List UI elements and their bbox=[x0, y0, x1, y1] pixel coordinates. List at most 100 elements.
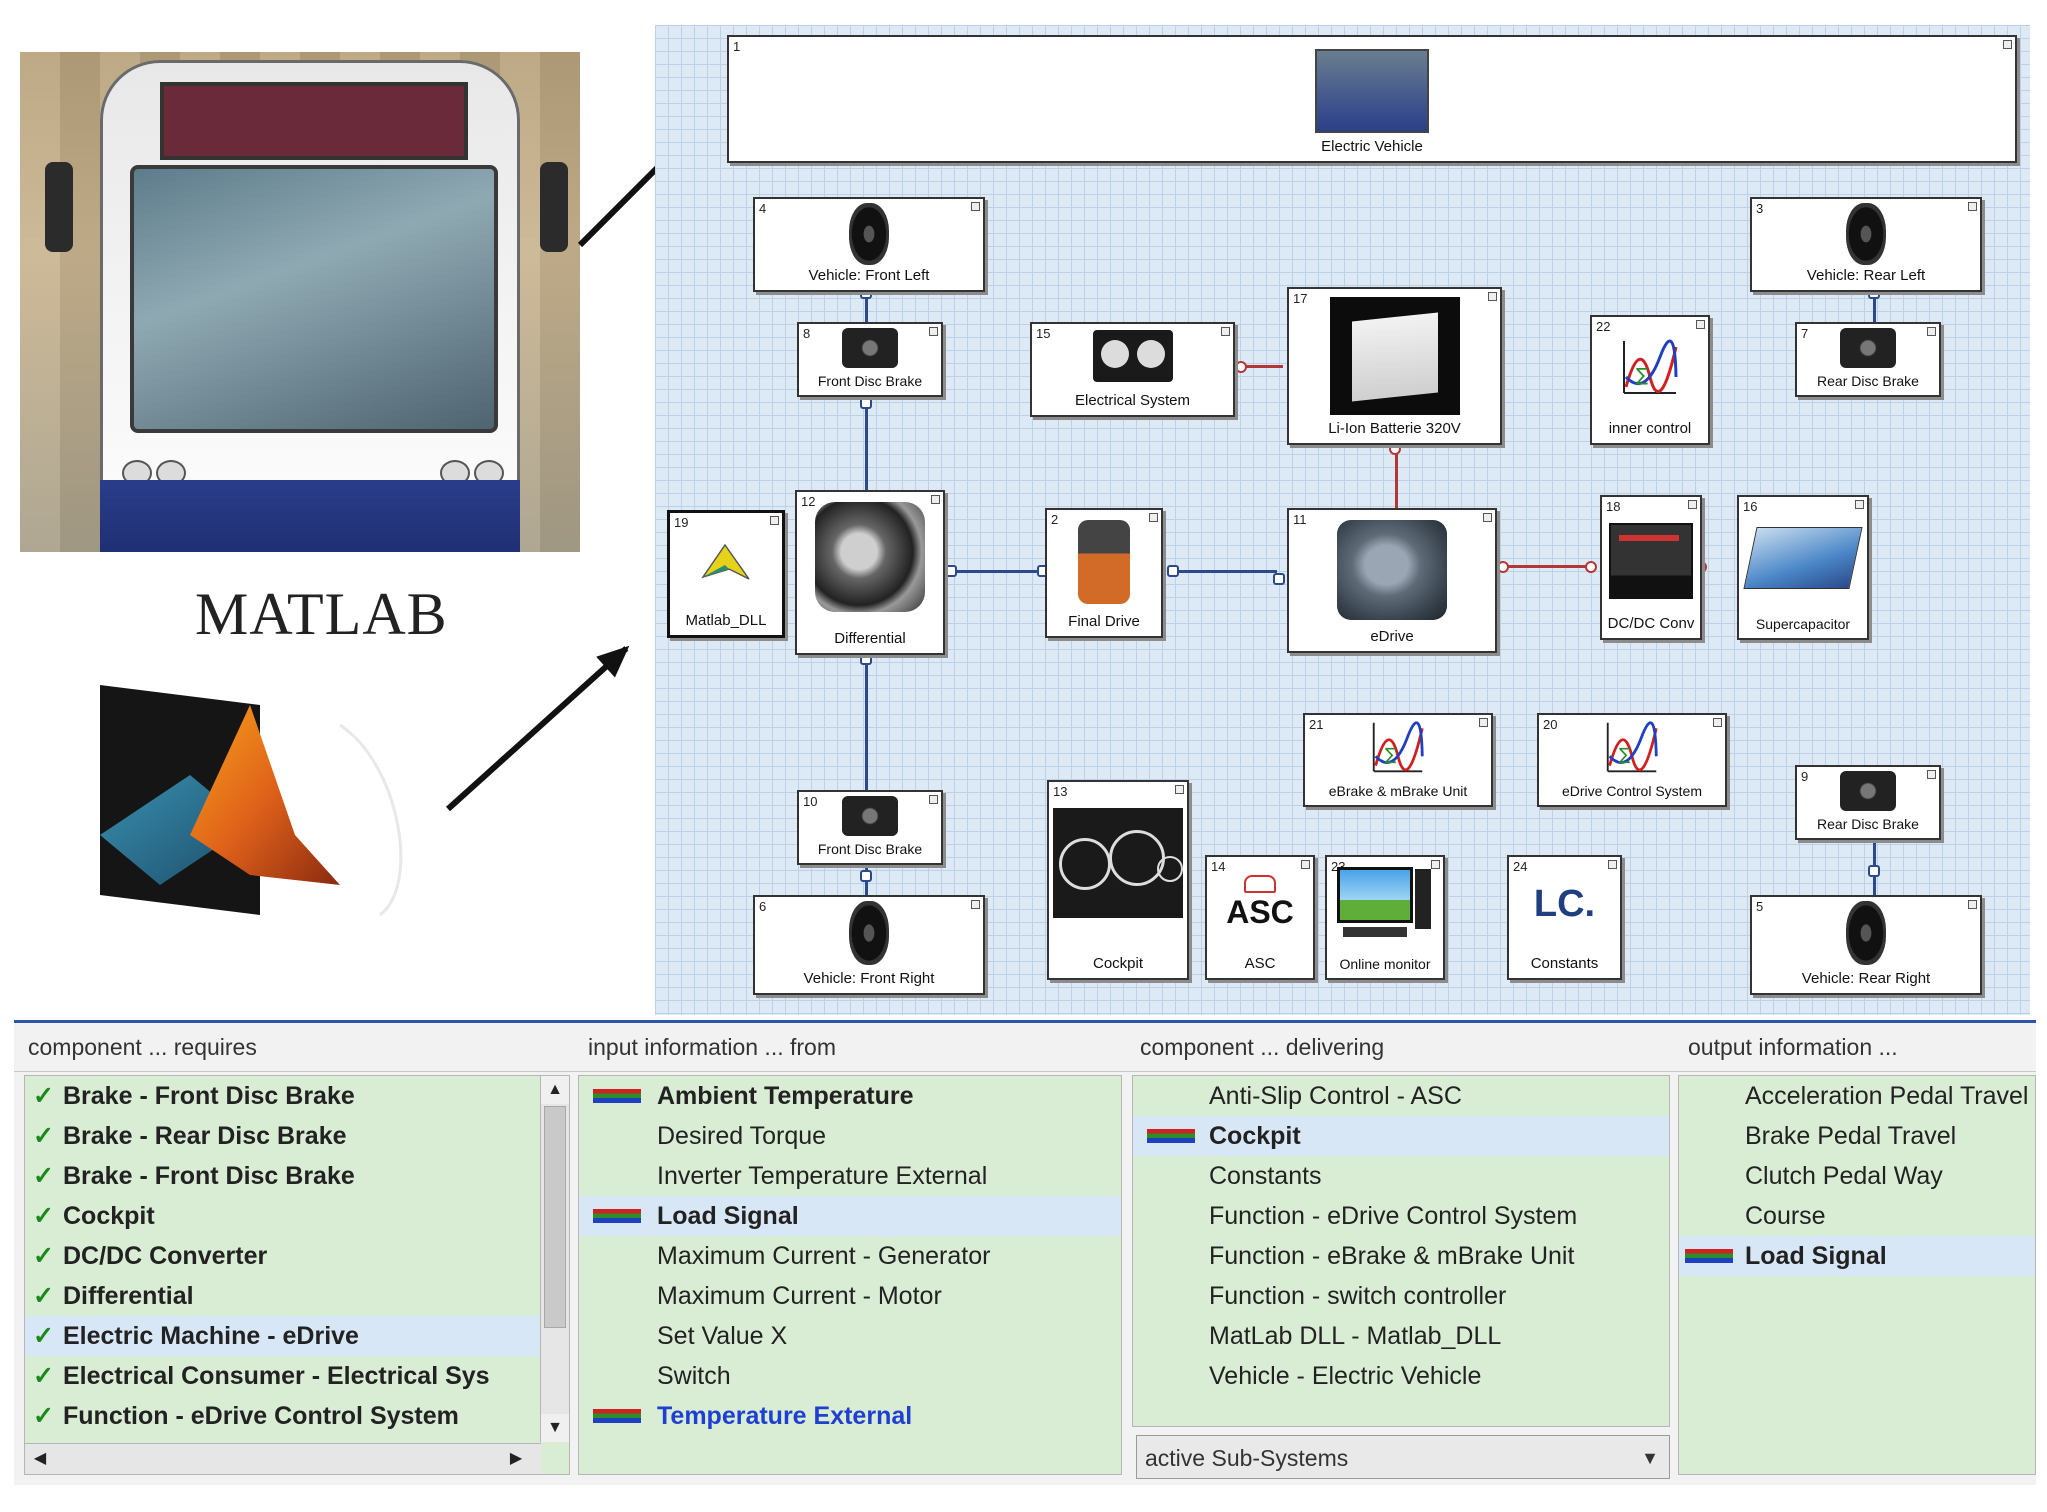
list-item[interactable]: Function - eBrake & mBrake Unit bbox=[1209, 1242, 1575, 1270]
resize-handle[interactable] bbox=[1927, 770, 1936, 779]
horizontal-scrollbar[interactable]: ◀ ▶ bbox=[25, 1443, 541, 1474]
list-item[interactable]: Constants bbox=[1209, 1162, 1322, 1190]
list-item[interactable]: ✓Brake - Rear Disc Brake bbox=[25, 1116, 569, 1156]
list-item[interactable]: Desired Torque bbox=[657, 1122, 827, 1150]
node-front-disc-brake-bottom[interactable]: 10 Front Disc Brake bbox=[797, 790, 943, 865]
port[interactable] bbox=[1167, 565, 1179, 577]
subsystem-dropdown[interactable]: active Sub-Systems ▼ bbox=[1136, 1435, 1670, 1479]
resize-handle[interactable] bbox=[1221, 327, 1230, 336]
node-front-right[interactable]: 6 Vehicle: Front Right bbox=[753, 895, 985, 995]
list-item[interactable]: Ambient Temperature bbox=[579, 1076, 1121, 1116]
list-item[interactable]: Brake Pedal Travel bbox=[1745, 1122, 1957, 1150]
electric-port[interactable] bbox=[1497, 561, 1509, 573]
list-item[interactable]: Maximum Current - Motor bbox=[657, 1282, 942, 1310]
resize-handle[interactable] bbox=[1713, 718, 1722, 727]
resize-handle[interactable] bbox=[1175, 785, 1184, 794]
list-item[interactable]: ✓Brake - Front Disc Brake bbox=[25, 1156, 569, 1196]
electric-port[interactable] bbox=[1235, 361, 1247, 373]
delivering-list[interactable]: Anti-Slip Control - ASC Cockpit Constant… bbox=[1132, 1075, 1670, 1427]
list-item[interactable]: Clutch Pedal Way bbox=[1745, 1162, 1943, 1190]
port[interactable] bbox=[1273, 573, 1285, 585]
port[interactable] bbox=[1868, 865, 1880, 877]
vertical-scrollbar[interactable]: ▲ ▼ bbox=[540, 1076, 569, 1442]
list-item[interactable]: ✓Differential bbox=[25, 1276, 569, 1316]
list-item[interactable]: ✓Cockpit bbox=[25, 1196, 569, 1236]
port[interactable] bbox=[860, 397, 872, 409]
list-item[interactable]: Anti-Slip Control - ASC bbox=[1209, 1082, 1462, 1110]
list-item[interactable]: ✓Function - eDrive Control System bbox=[25, 1396, 569, 1436]
scroll-right-arrow-icon[interactable]: ▶ bbox=[509, 1450, 523, 1467]
resize-handle[interactable] bbox=[1968, 202, 1977, 211]
node-front-left[interactable]: 4 Vehicle: Front Left bbox=[753, 197, 985, 292]
node-supercapacitor[interactable]: 16 Supercapacitor bbox=[1737, 495, 1869, 640]
list-item[interactable]: Switch bbox=[657, 1362, 731, 1390]
input-info-list[interactable]: Ambient Temperature Desired Torque Inver… bbox=[578, 1075, 1122, 1475]
scroll-left-arrow-icon[interactable]: ◀ bbox=[33, 1450, 47, 1467]
electric-port[interactable] bbox=[1585, 561, 1597, 573]
scroll-up-arrow-icon[interactable]: ▲ bbox=[541, 1076, 569, 1104]
scroll-thumb[interactable] bbox=[544, 1106, 566, 1328]
list-item[interactable]: ✓Brake - Front Disc Brake bbox=[25, 1076, 569, 1116]
list-item[interactable]: Inverter Temperature External bbox=[657, 1162, 988, 1190]
scroll-down-arrow-icon[interactable]: ▼ bbox=[541, 1414, 569, 1442]
resize-handle[interactable] bbox=[1301, 860, 1310, 869]
list-item-selected[interactable]: Load Signal bbox=[579, 1196, 1121, 1236]
list-item[interactable]: Function - eDrive Control System bbox=[1209, 1202, 1578, 1230]
node-inner-control[interactable]: 22 ∑ inner control bbox=[1590, 315, 1710, 445]
node-electrical-system[interactable]: 15 Electrical System bbox=[1030, 322, 1235, 417]
node-li-ion-battery[interactable]: 17 Li-Ion Batterie 320V bbox=[1287, 287, 1502, 445]
resize-handle[interactable] bbox=[1431, 860, 1440, 869]
list-item[interactable]: Function - switch controller bbox=[1209, 1282, 1507, 1310]
node-asc[interactable]: 14 ASC ASC bbox=[1205, 855, 1315, 980]
resize-handle[interactable] bbox=[1927, 327, 1936, 336]
node-edrive-control-system[interactable]: 20 ∑ eDrive Control System bbox=[1537, 713, 1727, 807]
resize-handle[interactable] bbox=[1488, 292, 1497, 301]
list-item[interactable]: Vehicle - Electric Vehicle bbox=[1209, 1362, 1482, 1390]
list-item-selected[interactable]: Load Signal bbox=[1679, 1236, 2035, 1276]
resize-handle[interactable] bbox=[1479, 718, 1488, 727]
node-differential[interactable]: 12 Differential bbox=[795, 490, 945, 655]
resize-handle[interactable] bbox=[971, 900, 980, 909]
list-item-selected[interactable]: Cockpit bbox=[1133, 1116, 1669, 1156]
output-info-list[interactable]: Acceleration Pedal Travel Brake Pedal Tr… bbox=[1678, 1075, 2036, 1475]
list-item[interactable]: MatLab DLL - Matlab_DLL bbox=[1209, 1322, 1502, 1350]
list-item[interactable]: Maximum Current - Generator bbox=[657, 1242, 991, 1270]
node-cockpit[interactable]: 13 Cockpit bbox=[1047, 780, 1189, 980]
node-ebrake-mbrake-unit[interactable]: 21 ∑ eBrake & mBrake Unit bbox=[1303, 713, 1493, 807]
list-item[interactable]: ✓Electrical Consumer - Electrical Sys bbox=[25, 1356, 569, 1396]
node-matlab-dll[interactable]: 19 Matlab_DLL bbox=[667, 510, 785, 638]
resize-handle[interactable] bbox=[931, 495, 940, 504]
resize-handle[interactable] bbox=[1968, 900, 1977, 909]
node-rear-left[interactable]: 3 Vehicle: Rear Left bbox=[1750, 197, 1982, 292]
list-item[interactable]: Set Value X bbox=[657, 1322, 788, 1350]
node-dcdc-converter[interactable]: 18 DC/DC Conv bbox=[1600, 495, 1702, 640]
list-item[interactable]: Course bbox=[1745, 1202, 1826, 1230]
resize-handle[interactable] bbox=[1483, 513, 1492, 522]
resize-handle[interactable] bbox=[2003, 40, 2012, 49]
resize-handle[interactable] bbox=[929, 327, 938, 336]
resize-handle[interactable] bbox=[1696, 320, 1705, 329]
node-rear-disc-brake-bottom[interactable]: 9 Rear Disc Brake bbox=[1795, 765, 1941, 840]
node-final-drive[interactable]: 2 Final Drive bbox=[1045, 508, 1163, 638]
node-rear-disc-brake-top[interactable]: 7 Rear Disc Brake bbox=[1795, 322, 1941, 397]
port[interactable] bbox=[860, 870, 872, 882]
node-online-monitor[interactable]: 23 Online monitor bbox=[1325, 855, 1445, 980]
resize-handle[interactable] bbox=[1608, 860, 1617, 869]
node-front-disc-brake-top[interactable]: 8 Front Disc Brake bbox=[797, 322, 943, 397]
chevron-down-icon[interactable]: ▼ bbox=[1641, 1448, 1659, 1468]
list-item-link[interactable]: Temperature External bbox=[579, 1396, 1121, 1436]
resize-handle[interactable] bbox=[971, 202, 980, 211]
resize-handle[interactable] bbox=[1688, 500, 1697, 509]
resize-handle[interactable] bbox=[770, 516, 779, 525]
node-rear-right[interactable]: 5 Vehicle: Rear Right bbox=[1750, 895, 1982, 995]
resize-handle[interactable] bbox=[1149, 513, 1158, 522]
resize-handle[interactable] bbox=[1855, 500, 1864, 509]
port[interactable] bbox=[945, 565, 957, 577]
model-canvas[interactable]: 1 Electric Vehicle 4 Vehicle: Front Left… bbox=[655, 25, 2030, 1015]
node-edrive[interactable]: 11 eDrive bbox=[1287, 508, 1497, 653]
list-item[interactable]: Acceleration Pedal Travel bbox=[1745, 1082, 2029, 1110]
node-electric-vehicle[interactable]: 1 Electric Vehicle bbox=[727, 35, 2017, 163]
list-item-selected[interactable]: ✓Electric Machine - eDrive bbox=[25, 1316, 569, 1356]
resize-handle[interactable] bbox=[929, 795, 938, 804]
node-constants[interactable]: 24 LC. Constants bbox=[1507, 855, 1622, 980]
